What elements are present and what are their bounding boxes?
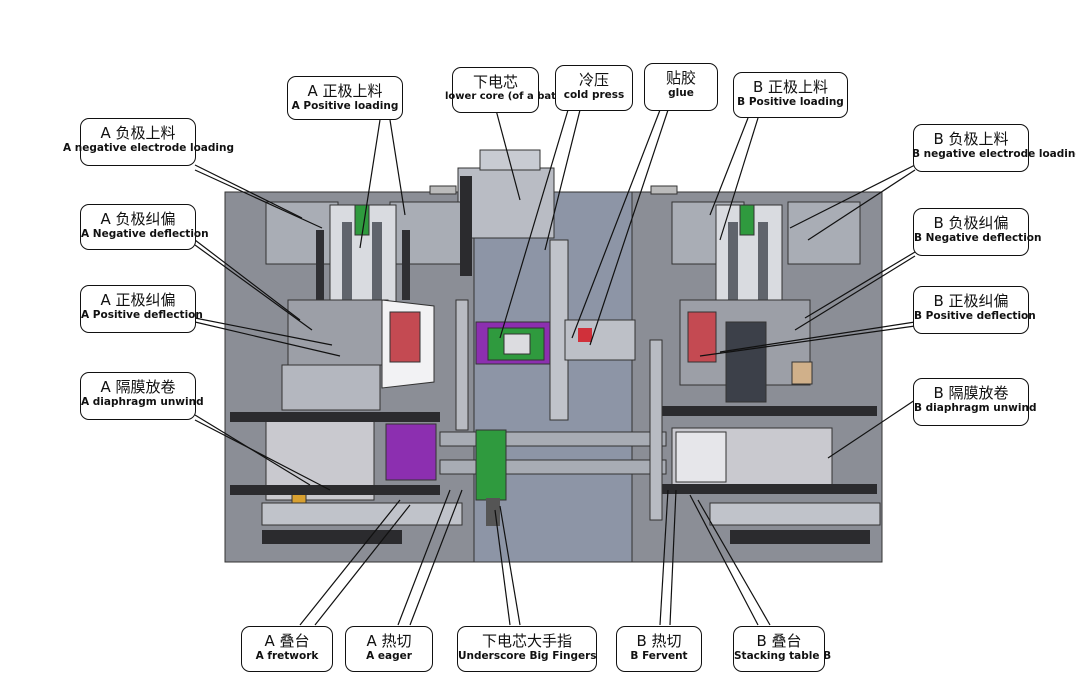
callout-b-diaphragm-unwind: B 隔膜放卷 B diaphragm unwind [913,378,1037,426]
callout-zh: 下电芯大手指 [481,632,572,650]
callout-zh: B 正极上料 [752,78,829,96]
callout-zh: B 热切 [636,632,682,650]
callout-underscore-big-fingers: 下电芯大手指 Underscore Big Fingers [457,626,597,672]
b-deflection-module [679,299,813,403]
callout-en: cold press [563,89,625,101]
callout-en: B Negative deflection [914,232,1042,244]
big-finger-unit [475,429,507,501]
callout-zh: 冷压 [578,71,609,89]
callout-zh: A 正极上料 [307,82,383,100]
callout-en: A fretwork [255,650,319,662]
callout-cold-press: 冷压 cold press [555,65,633,111]
callout-b-negative-deflection: B 负极纠偏 B Negative deflection [913,208,1042,256]
callout-en: B Positive deflection [914,310,1036,322]
callout-zh: 下电芯 [472,73,518,91]
callout-en: A negative electrode loading [63,142,234,154]
callout-zh: A 热切 [366,632,412,650]
callout-b-negative-loading: B 负极上料 B negative electrode loading [912,124,1076,172]
callout-en: A Negative deflection [81,228,209,240]
callout-glue: 贴胶 glue [644,63,718,111]
callout-zh: A 隔膜放卷 [100,378,176,396]
callout-en: Stacking table B [734,650,832,662]
callout-b-fervent: B 热切 B Fervent [616,626,702,672]
callout-stacking-table-b: B 叠台 Stacking table B [733,626,832,672]
callout-en: glue [668,87,694,99]
callout-a-positive-loading: A 正极上料 A Positive loading [287,76,403,120]
callout-zh: B 隔膜放卷 [933,384,1009,402]
callout-a-eager: A 热切 A eager [345,626,433,672]
callout-zh: A 正极纠偏 [100,291,176,309]
callout-zh: B 负极纠偏 [933,214,1009,232]
callout-a-positive-deflection: A 正极纠偏 A Positive deflection [80,285,203,333]
callout-zh: B 负极上料 [933,130,1009,148]
callout-zh: 贴胶 [665,69,696,87]
callout-b-positive-loading: B 正极上料 B Positive loading [733,72,848,118]
a-deflection-module [281,299,435,411]
callout-zh: B 正极纠偏 [933,292,1009,310]
callout-lower-core: 下电芯 lower core (of a battery) [445,67,584,113]
callout-en: A Positive loading [291,100,399,112]
callout-zh: A 负极上料 [100,124,176,142]
callout-en: B negative electrode loading [912,148,1076,160]
callout-a-diaphragm-unwind: A 隔膜放卷 A diaphragm unwind [80,372,204,420]
callout-a-fretwork: A 叠台 A fretwork [241,626,333,672]
leader-lines [194,109,916,626]
callout-a-negative-deflection: A 负极纠偏 A Negative deflection [80,204,209,250]
callout-en: B diaphragm unwind [914,402,1037,414]
callout-en: A eager [366,650,412,662]
callout-a-negative-loading: A 负极上料 A negative electrode loading [63,118,234,166]
callout-en: A diaphragm unwind [81,396,204,408]
callout-en: B Fervent [630,650,688,662]
callout-zh: A 负极纠偏 [100,210,176,228]
center-top-bracket [457,167,555,239]
glue-unit [564,319,636,361]
callout-b-positive-deflection: B 正极纠偏 B Positive deflection [913,286,1036,334]
callout-en: B Positive loading [737,96,844,108]
callout-zh: B 叠台 [756,632,802,650]
callout-zh: A 叠台 [264,632,310,650]
callout-en: Underscore Big Fingers [458,650,597,662]
callout-en: A Positive deflection [81,309,203,321]
callout-en: lower core (of a battery) [445,91,584,102]
